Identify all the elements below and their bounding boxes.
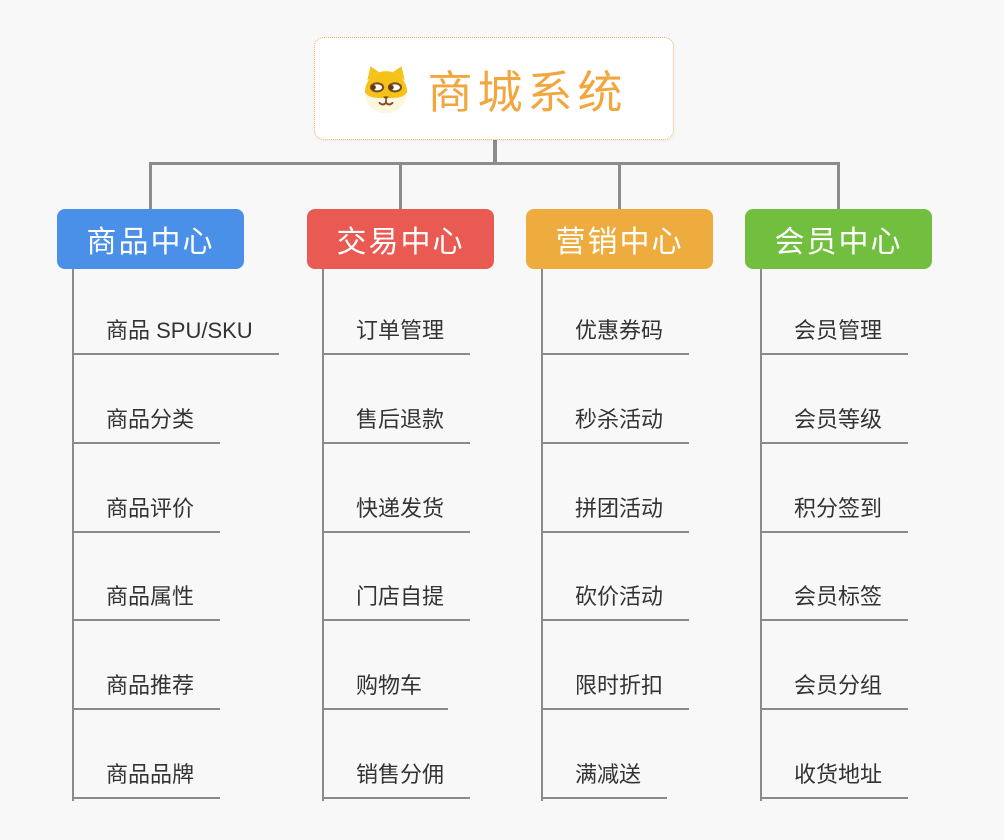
branch-trunk-member-center <box>760 269 762 801</box>
branch-topic-marketing-center[interactable]: 营销中心 <box>526 209 713 269</box>
connector-branch-drop-marketing <box>618 165 621 209</box>
subtopic[interactable]: 商品推荐 <box>72 672 221 710</box>
connector-branch-drop-member <box>837 165 840 209</box>
subtopic[interactable]: 商品 SPU/SKU <box>72 317 279 355</box>
subtopic[interactable]: 会员分组 <box>760 672 909 710</box>
subtopic[interactable]: 商品属性 <box>72 583 221 621</box>
branch-trunk-trade-center <box>322 269 324 801</box>
subtopic[interactable]: 售后退款 <box>322 406 471 444</box>
branch-topic-member-center[interactable]: 会员中心 <box>745 209 932 269</box>
subtopic[interactable]: 积分签到 <box>760 495 909 533</box>
subtopic[interactable]: 限时折扣 <box>541 672 690 710</box>
subtopic[interactable]: 收货地址 <box>760 761 909 799</box>
subtopic[interactable]: 优惠券码 <box>541 317 690 355</box>
subtopic[interactable]: 商品评价 <box>72 495 221 533</box>
branch-trunk-product-center <box>72 269 74 801</box>
subtopic[interactable]: 商品品牌 <box>72 761 221 799</box>
root-topic[interactable]: 商城系统 <box>314 37 674 140</box>
connector-bus <box>149 162 840 165</box>
subtopic[interactable]: 拼团活动 <box>541 495 690 533</box>
subtopic[interactable]: 购物车 <box>322 672 449 710</box>
branch-topic-trade-center[interactable]: 交易中心 <box>307 209 494 269</box>
subtopic[interactable]: 会员等级 <box>760 406 909 444</box>
root-topic-title: 商城系统 <box>427 67 628 118</box>
subtopic[interactable]: 销售分佣 <box>322 761 471 799</box>
dog-face-icon <box>360 63 412 115</box>
subtopic[interactable]: 快递发货 <box>322 495 471 533</box>
connector-branch-drop-product <box>149 165 152 209</box>
connector-root-drop <box>493 140 497 162</box>
subtopic[interactable]: 会员管理 <box>760 317 909 355</box>
subtopic[interactable]: 商品分类 <box>72 406 221 444</box>
branch-topic-product-center[interactable]: 商品中心 <box>57 209 244 269</box>
subtopic[interactable]: 秒杀活动 <box>541 406 690 444</box>
branch-trunk-marketing-center <box>541 269 543 801</box>
subtopic[interactable]: 订单管理 <box>322 317 471 355</box>
subtopic[interactable]: 门店自提 <box>322 583 471 621</box>
connector-branch-drop-trade <box>399 165 402 209</box>
subtopic[interactable]: 砍价活动 <box>541 583 690 621</box>
subtopic[interactable]: 满减送 <box>541 761 668 799</box>
subtopic[interactable]: 会员标签 <box>760 583 909 621</box>
